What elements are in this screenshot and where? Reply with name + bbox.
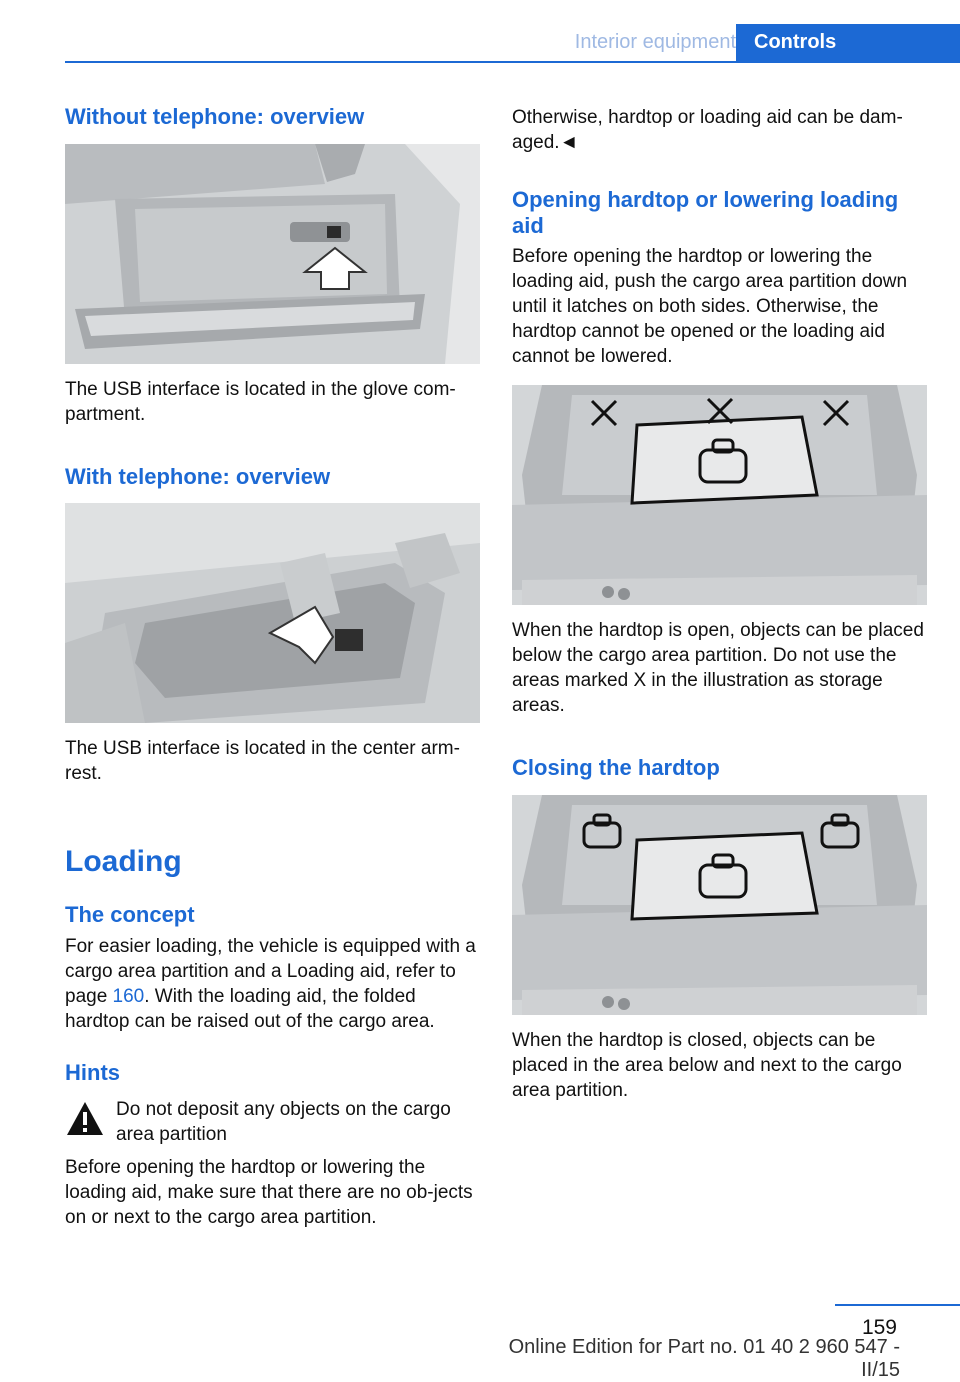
text-hardtop-closed: When the hardtop is closed, objects can … [512, 1030, 902, 1101]
text-hardtop-open: When the hardtop is open, objects can be… [512, 620, 924, 716]
text-opening-hardtop: Before opening the hardtop or lowering t… [512, 246, 908, 367]
warning-icon [65, 1099, 105, 1139]
image-center-armrest [65, 503, 480, 723]
heading-opening-hardtop: Opening hardtop or lowering loading aid [512, 187, 899, 238]
warning-text: Do not deposit any objects on the cargo … [116, 1099, 451, 1145]
page-number: 159 [861, 1316, 897, 1339]
header-chapter-tab[interactable]: Controls [736, 24, 960, 61]
text-hints: Before opening the hardtop or lowering t… [65, 1157, 473, 1228]
heading-the-concept: The concept [65, 902, 195, 927]
text-concept-a: For easier loading, the vehicle is equip… [65, 936, 476, 1007]
text-concept-b: . With the loading aid, the folded hardt… [65, 986, 435, 1032]
heading-without-telephone: Without telephone: overview [65, 104, 365, 129]
text-concept: For easier loading, the vehicle is equip… [65, 934, 480, 1034]
heading-closing-hardtop: Closing the hardtop [512, 755, 720, 780]
text-without-telephone: The USB interface is located in the glov… [65, 379, 456, 425]
footer-rule [835, 1304, 960, 1306]
heading-hints: Hints [65, 1060, 120, 1085]
header-section-label: Interior equipment [574, 31, 736, 53]
header-rule [65, 61, 960, 63]
heading-with-telephone: With telephone: overview [65, 464, 331, 489]
image-cargo-closed [512, 795, 927, 1015]
page-reference-link[interactable]: 160 [112, 986, 145, 1007]
image-glove-compartment [65, 144, 480, 364]
image-cargo-open [512, 385, 927, 605]
text-with-telephone: The USB interface is located in the cent… [65, 738, 460, 784]
edition-note: Online Edition for Part no. 01 40 2 960 … [508, 1336, 900, 1381]
text-continued: Otherwise, hardtop or loading aid can be… [512, 107, 903, 153]
heading-loading: Loading [65, 845, 182, 878]
